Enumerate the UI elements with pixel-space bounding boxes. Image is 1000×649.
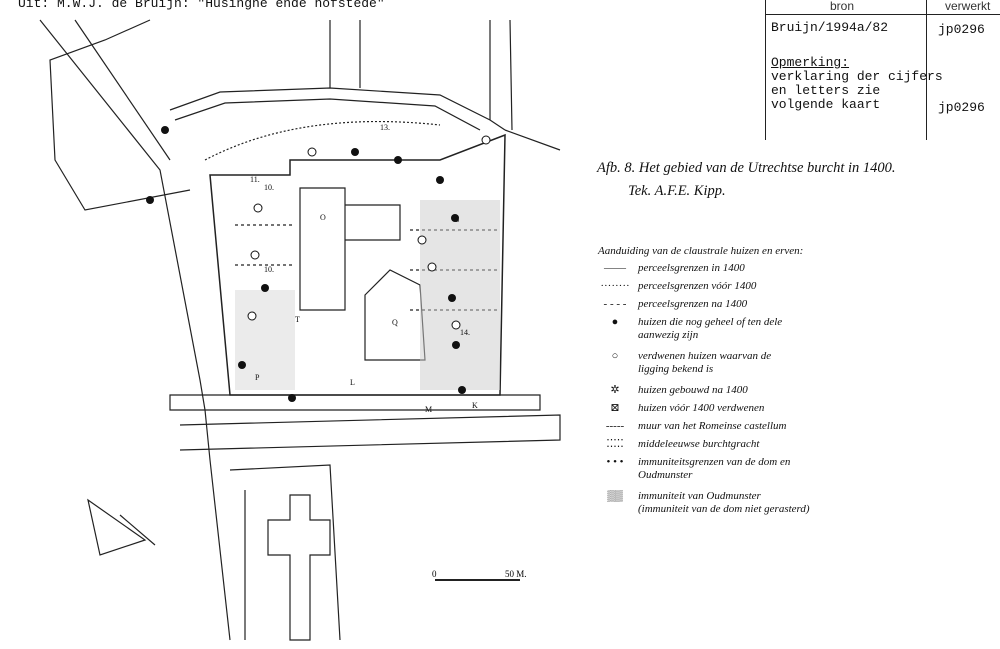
map-label: 10.: [264, 265, 274, 274]
filled-house-marker: [394, 156, 402, 164]
open-circle-icon: ○: [611, 350, 619, 362]
dots-icon: • • •: [606, 456, 624, 468]
legend-text: ligging bekend is: [638, 363, 714, 375]
dashed-line-icon: - - - -: [603, 298, 627, 310]
street: [169, 394, 541, 411]
map-label: Q: [392, 318, 398, 327]
open-house-marker: [417, 235, 427, 245]
open-house-marker: [451, 320, 461, 330]
hatched-area-icon: ▒▒: [607, 490, 623, 502]
legend-text: verdwenen huizen waarvan de: [638, 350, 772, 362]
street-edge: [174, 98, 481, 131]
map-label: 10.: [264, 183, 274, 192]
verwerkt-value: jp0296: [938, 22, 985, 37]
church-cross: [267, 494, 331, 641]
remark-label: Opmerking:: [771, 55, 850, 70]
caption-title: Afb. 8. Het gebied van de Utrechtse burc…: [597, 160, 896, 176]
dotted-line-icon: ········: [600, 280, 630, 292]
open-house-marker: [481, 135, 491, 145]
filled-house-marker: [448, 294, 456, 302]
map-label: L: [350, 378, 355, 387]
solid-line-icon: ——: [604, 262, 626, 274]
scale-end: 50 M.: [505, 569, 527, 579]
table-divider: [765, 14, 1000, 15]
castle-moat: [204, 120, 441, 161]
legend-text: immuniteitsgrenzen van de dom en: [638, 456, 791, 468]
source-reference: Uit: M.W.J. de Bruijn: "Husinghe ende ho…: [18, 0, 385, 11]
remark-line: en letters zie: [771, 83, 881, 98]
map-label: S: [455, 215, 459, 224]
filled-house-marker: [161, 126, 169, 134]
north-arrow: [87, 498, 156, 556]
open-house-marker: [307, 147, 317, 157]
filled-house-marker: [458, 386, 466, 394]
open-house-marker: [427, 262, 437, 272]
open-house-marker: [250, 250, 260, 260]
bron-value: Bruijn/1994a/82: [771, 20, 889, 35]
remark-line: volgende kaart: [771, 97, 881, 112]
map-label: 13.: [380, 123, 390, 132]
scale-start: 0: [432, 569, 437, 579]
legend-text: Oudmunster: [638, 469, 693, 481]
canal: [179, 414, 561, 451]
street-edge: [229, 464, 341, 641]
street-edge: [169, 87, 506, 131]
map-label: M: [425, 405, 432, 414]
legend-text: perceelsgrenzen in 1400: [638, 262, 745, 274]
table-divider: [926, 0, 927, 140]
legend-text: huizen die nog geheel of ten dele: [638, 316, 783, 328]
header-verwerkt: verwerkt: [945, 0, 991, 13]
map-label: K: [472, 401, 478, 410]
filled-house-marker: [351, 148, 359, 156]
oudmunster-immunity: [420, 200, 500, 390]
street-edge: [39, 19, 231, 641]
remark-verwerkt: jp0296: [938, 100, 985, 115]
filled-house-marker: [436, 176, 444, 184]
filled-house-marker: [288, 394, 296, 402]
legend-text: aanwezig zijn: [638, 329, 699, 341]
map-label: P: [255, 373, 260, 382]
map-label: T: [295, 315, 300, 324]
legend-text: huizen vóór 1400 verdwenen: [638, 402, 765, 414]
legend-text: muur van het Romeinse castellum: [638, 420, 787, 432]
cathedral: [299, 187, 346, 311]
street-edge: [74, 19, 171, 161]
open-house-marker: [253, 203, 263, 213]
header-bron: bron: [830, 0, 855, 13]
legend-text: (immuniteit van de dom niet gerasterd): [638, 503, 810, 515]
legend-text: immuniteit van Oudmunster: [638, 490, 761, 502]
legend-text: perceelsgrenzen vóór 1400: [638, 280, 757, 292]
street-edge: [49, 19, 191, 211]
double-dotted-line-icon: ⁚⁚⁚⁚⁚: [606, 438, 624, 450]
caption-credit: Tek. A.F.E. Kipp.: [628, 183, 726, 199]
open-house-marker: [247, 311, 257, 321]
crossed-square-icon: ⊠: [610, 402, 620, 414]
cloister: [345, 204, 401, 241]
map-label: 11.: [250, 175, 260, 184]
map-label: 14.: [460, 328, 470, 337]
oudmunster-immunity: [235, 290, 295, 390]
table-divider: [765, 0, 766, 140]
filled-house-marker: [452, 341, 460, 349]
legend-text: middeleeuwse burchtgracht: [638, 438, 760, 450]
church: [364, 269, 426, 361]
legend-text: perceelsgrenzen na 1400: [638, 298, 748, 310]
legend-text: huizen gebouwd na 1400: [638, 384, 748, 396]
street-edge: [489, 19, 561, 151]
building: [329, 20, 361, 88]
starred-circle-icon: ✲: [610, 384, 620, 396]
filled-circle-icon: ●: [611, 316, 619, 328]
filled-house-marker: [146, 196, 154, 204]
filled-house-marker: [238, 361, 246, 369]
filled-house-marker: [451, 214, 459, 222]
dash-line-icon: -----: [605, 420, 625, 432]
filled-house-marker: [261, 284, 269, 292]
legend-title: Aanduiding van de claustrale huizen en e…: [598, 245, 804, 257]
map-label: O: [320, 213, 326, 222]
remark-line: verklaring der cijfers: [771, 69, 943, 84]
